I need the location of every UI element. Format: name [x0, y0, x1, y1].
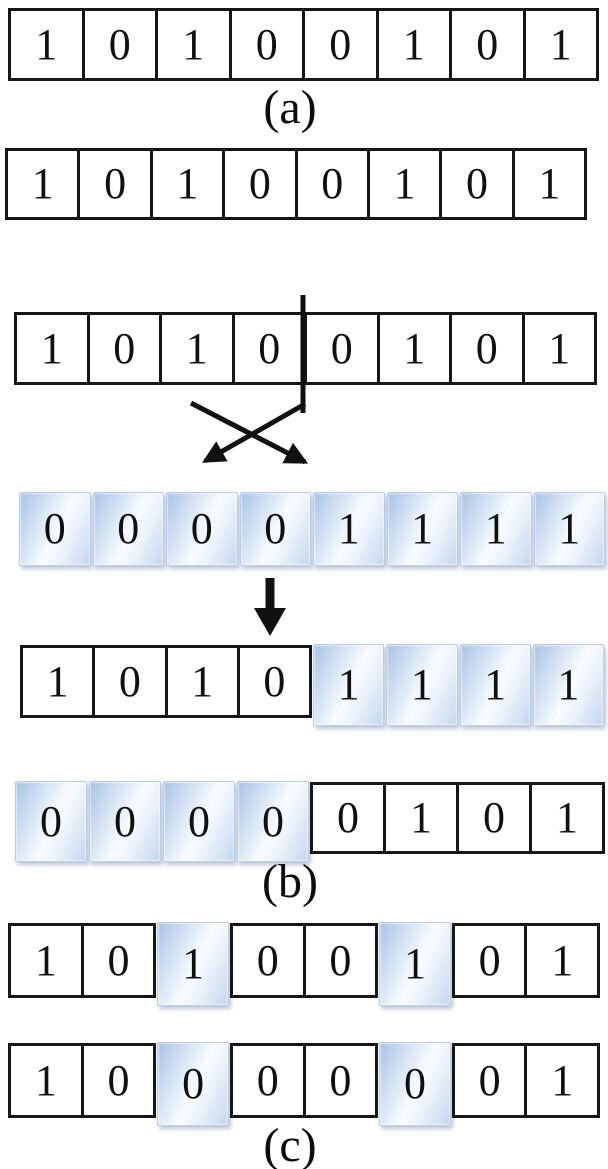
- gene-cell: 0: [228, 8, 305, 81]
- gene-cell: 0: [439, 148, 515, 220]
- gene-cell: 1: [375, 8, 452, 81]
- gene-cell: 1: [379, 922, 451, 1006]
- gene-cell: 0: [163, 781, 235, 862]
- gene-cell: 0: [166, 492, 238, 566]
- gene-cell: 0: [302, 8, 379, 81]
- gene-cell: 0: [229, 923, 306, 998]
- gene-cell: 1: [366, 148, 443, 220]
- gene-cell: 1: [524, 923, 600, 998]
- gene-cell: 1: [459, 644, 531, 726]
- gene-cell: 1: [376, 312, 452, 385]
- gene-cell: 0: [86, 312, 162, 385]
- gene-cell: 1: [521, 312, 597, 385]
- gene-cell: 0: [80, 923, 157, 998]
- gene-cell: 0: [304, 312, 380, 385]
- gene-cell: 1: [14, 312, 90, 385]
- gene-cell: 1: [8, 8, 85, 81]
- gene-cell: 0: [310, 782, 386, 854]
- gene-cell: 0: [294, 148, 370, 220]
- gene-cell: 0: [157, 1042, 229, 1126]
- gene-cell: 0: [92, 645, 168, 718]
- gene-cell: 1: [386, 492, 458, 566]
- panel-c-label: (c): [263, 1119, 317, 1169]
- gene-cell: 1: [8, 923, 84, 998]
- gene-cell: 0: [237, 781, 309, 862]
- crossover-swap-arrows-icon: [189, 400, 309, 465]
- gene-cell: 0: [449, 312, 525, 385]
- gene-cell: 1: [155, 8, 232, 81]
- gene-cell: 1: [164, 645, 240, 718]
- gene-cell: 0: [379, 1042, 451, 1126]
- gene-cell: 0: [456, 782, 532, 854]
- gene-cell: 1: [524, 1043, 600, 1118]
- gene-cell: 1: [149, 148, 226, 220]
- gene-cell: 1: [386, 644, 458, 726]
- gene-cell: 0: [236, 645, 312, 718]
- down-arrow-icon: [254, 578, 286, 636]
- gene-cell: 1: [460, 492, 532, 566]
- gene-cell: 0: [231, 312, 307, 385]
- gene-cell: 1: [533, 492, 605, 566]
- gene-cell: 0: [239, 492, 311, 566]
- gene-cell: 0: [92, 492, 164, 566]
- panel-a-label: (a): [263, 81, 317, 134]
- gene-cell: 1: [511, 148, 587, 220]
- gene-cell: 1: [5, 148, 81, 220]
- gene-cell: 0: [222, 148, 298, 220]
- gene-cell: 0: [449, 8, 526, 81]
- gene-cell: 0: [15, 781, 87, 862]
- gene-cell: 0: [229, 1043, 306, 1118]
- gene-cell: 0: [81, 8, 158, 81]
- gene-cell: 0: [89, 781, 161, 862]
- gene-cell: 1: [313, 492, 385, 566]
- gene-cell: 0: [19, 492, 91, 566]
- gene-cell: 1: [532, 644, 604, 726]
- panel-b-label: (b): [262, 855, 318, 908]
- gene-cell: 1: [8, 1043, 84, 1118]
- gene-cell: 1: [522, 8, 599, 81]
- gene-cell: 1: [313, 644, 385, 726]
- gene-cell: 1: [20, 645, 96, 718]
- gene-cell: 0: [451, 923, 528, 998]
- gene-cell: 0: [451, 1043, 528, 1118]
- gene-cell: 0: [302, 1043, 379, 1118]
- gene-cell: 1: [383, 782, 459, 854]
- gene-cell: 1: [157, 922, 229, 1006]
- gene-cell: 0: [77, 148, 153, 220]
- gene-cell: 0: [80, 1043, 157, 1118]
- gene-cell: 0: [302, 923, 379, 998]
- gene-cell: 1: [529, 782, 605, 854]
- gene-cell: 1: [159, 312, 235, 385]
